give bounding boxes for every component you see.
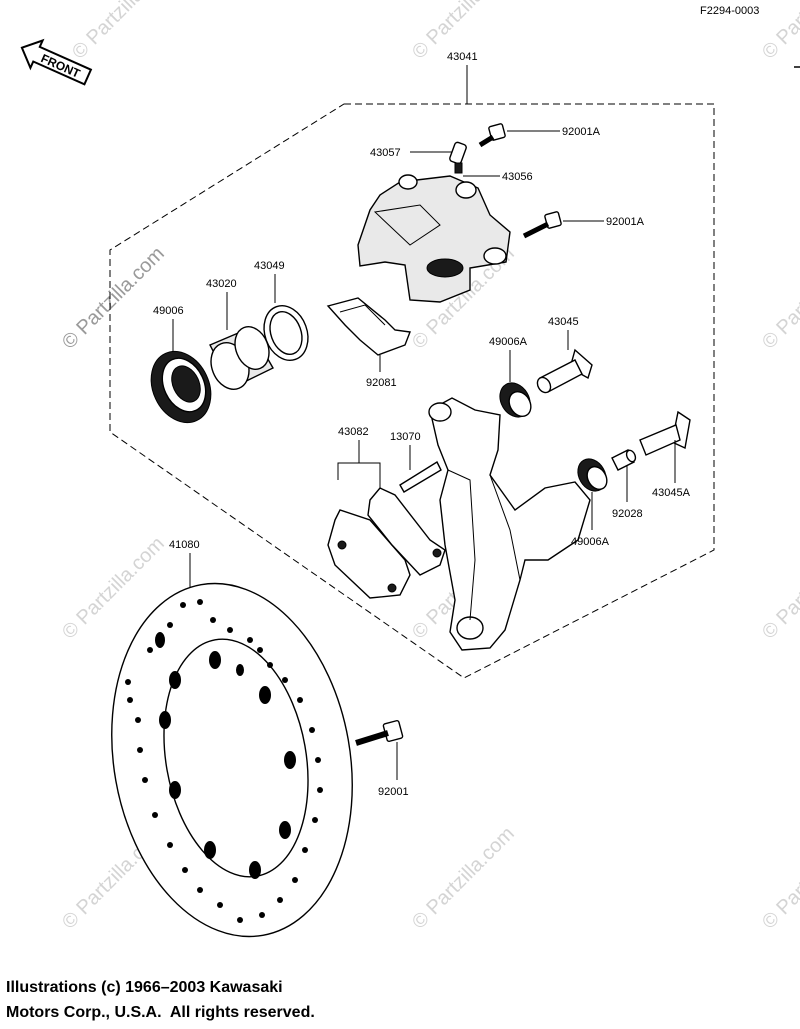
copyright-footer: Illustrations (c) 1966–2003 Kawasaki Mot… — [6, 975, 315, 1025]
part-number-label: 43049 — [254, 260, 285, 272]
seal-ring-43049 — [263, 305, 309, 361]
part-number-label: 43020 — [206, 278, 237, 290]
boot-49006a-top: 49006A — [489, 336, 532, 418]
piston-43020 — [209, 326, 274, 390]
part-number-label: 43082 — [338, 426, 369, 438]
part-number-label: 43045 — [548, 316, 579, 328]
watermark: © Partzilla.com — [758, 0, 800, 64]
part-number-label: 92001A — [606, 216, 645, 228]
bolt-92001: 92001 — [355, 719, 409, 798]
watermark: © Partzilla.com — [758, 243, 800, 354]
boot-49006a-bottom: 49006A — [571, 458, 610, 548]
watermark: © Partzilla.com — [58, 243, 169, 354]
part-number-label: 43041 — [447, 51, 478, 63]
footer-line-2: Motors Corp., U.S.A. All rights reserved… — [6, 1004, 315, 1021]
watermark: © Partzilla.com — [68, 0, 179, 64]
disc-holes — [125, 599, 323, 923]
bolt-92001a-top: 92001A — [478, 123, 601, 148]
pin-43045: 43045 — [536, 316, 593, 394]
watermark: © Partzilla.com — [758, 823, 800, 934]
callout-43041: 43041 — [447, 51, 478, 104]
assembly-boundary — [109, 103, 715, 679]
spring-92081: 92081 — [326, 297, 411, 389]
bleeder-valve: 43057 43056 — [370, 141, 533, 183]
part-number-label: 92081 — [366, 377, 397, 389]
part-number-label: 49006A — [489, 336, 528, 348]
footer-line-1: Illustrations (c) 1966–2003 Kawasaki — [6, 979, 283, 996]
part-number-label: 43056 — [502, 171, 533, 183]
part-number-label: 13070 — [390, 431, 421, 443]
brake-pads-43082: 43082 — [327, 426, 446, 599]
caliper-body — [357, 174, 511, 303]
watermark: © Partzilla.com — [408, 823, 519, 934]
part-number-label: 49006A — [571, 536, 610, 548]
part-number-label: 49006 — [153, 305, 184, 317]
part-number-label: 92001 — [378, 786, 409, 798]
caliper-bracket — [428, 397, 591, 651]
part-number-label: 92001A — [562, 126, 601, 138]
watermark: © Partzilla.com — [758, 533, 800, 644]
sleeve-92028: 92028 — [611, 449, 643, 520]
figure-id: F2294-0003 — [700, 5, 759, 17]
bolt-92001a-mid: 92001A — [522, 211, 645, 239]
pin-43045a: 43045A — [639, 410, 691, 499]
part-number-label: 92028 — [612, 508, 643, 520]
shim-13070: 13070 — [390, 431, 442, 493]
part-number-label: 43045A — [652, 487, 691, 499]
part-number-label: 41080 — [169, 539, 200, 551]
part-number-label: 43057 — [370, 147, 401, 159]
dust-seal-49006 — [150, 350, 212, 424]
brake-disc-41080: 41080 — [111, 539, 353, 938]
